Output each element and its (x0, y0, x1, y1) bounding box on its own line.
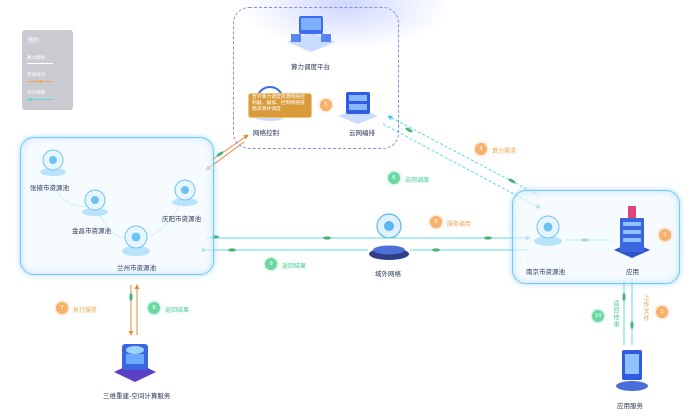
step-label-3: 算力需求 (492, 148, 517, 155)
jinchang-label: 金昌市资源池 (72, 227, 111, 235)
legend-title: 图例 (28, 38, 40, 44)
external-network-icon (369, 213, 409, 260)
step-badge-9: 9 (265, 258, 277, 270)
step-badge-6: 6 (388, 172, 400, 184)
qingyang-pool-icon (172, 179, 198, 206)
step-label-9: 返回结果 (282, 263, 307, 270)
edge-cloud-nanjing-2 (387, 115, 541, 197)
application-label: 应用 (626, 268, 639, 276)
legend-item-label: 算力网络 (27, 56, 45, 61)
nanjing-label: 南京市资源池 (526, 268, 565, 276)
step-label-6: 云网调度 (405, 177, 430, 184)
legend: 图例 算力网络 资源访问 域外网络 (22, 30, 73, 110)
app-service-label: 应用服务 (617, 402, 643, 410)
top-glow (240, 0, 450, 50)
legend-line-compute (27, 63, 53, 65)
step-label-7: 执行服务 (73, 307, 98, 314)
nanjing-pool-icon (534, 215, 562, 246)
jinchang-pool-icon (82, 189, 108, 216)
legend-item-label: 域外网络 (27, 91, 45, 96)
step-badge-8-return: 8 (148, 302, 160, 314)
step-label-10: 返回结果 (612, 300, 619, 328)
step-label-8-service: 服务调用 (447, 221, 472, 228)
external-network-label: 域外网络 (375, 270, 401, 278)
lanzhou-pool-icon (122, 225, 150, 256)
cloud-orchestration-label: 云网编排 (349, 129, 375, 137)
step-badge-7: 7 (56, 302, 68, 314)
step-label-8-return: 返回结果 (165, 307, 190, 314)
application-icon (614, 206, 650, 258)
lanzhou-label: 兰州市资源池 (117, 264, 156, 272)
legend-line-external (27, 99, 53, 101)
step-badge-5: 5 (320, 99, 332, 111)
cloud-orchestration-icon (338, 92, 378, 124)
zhangye-pool-icon (40, 149, 66, 176)
app-service-icon (616, 350, 648, 391)
zhangye-label: 张掖市资源池 (30, 184, 69, 192)
callout-note: 告诉算力调度资源网络控制器，编排、控制网络链路资源并调度 (248, 93, 312, 118)
step-badge-8-service: 8 (430, 216, 442, 228)
step-label-1: 上传文件 (642, 294, 649, 322)
legend-dot-external (29, 98, 32, 101)
qingyang-label: 庆阳市资源池 (162, 215, 201, 223)
compute-3d-label: 三维重建-空间计算服务 (103, 392, 171, 400)
network-control-label: 网络控制 (253, 129, 279, 137)
step-badge-1: 1 (656, 306, 668, 318)
step-badge-3: 3 (475, 143, 487, 155)
legend-item-label: 资源访问 (27, 73, 45, 78)
step-badge-10: 10 (592, 310, 604, 322)
platform-label: 算力调度平台 (291, 63, 330, 71)
platform-container (233, 7, 399, 149)
compute-3d-icon (114, 344, 156, 382)
platform-icon (287, 16, 335, 52)
legend-dot-resource (39, 80, 42, 83)
step-badge-2: 2 (659, 229, 671, 241)
